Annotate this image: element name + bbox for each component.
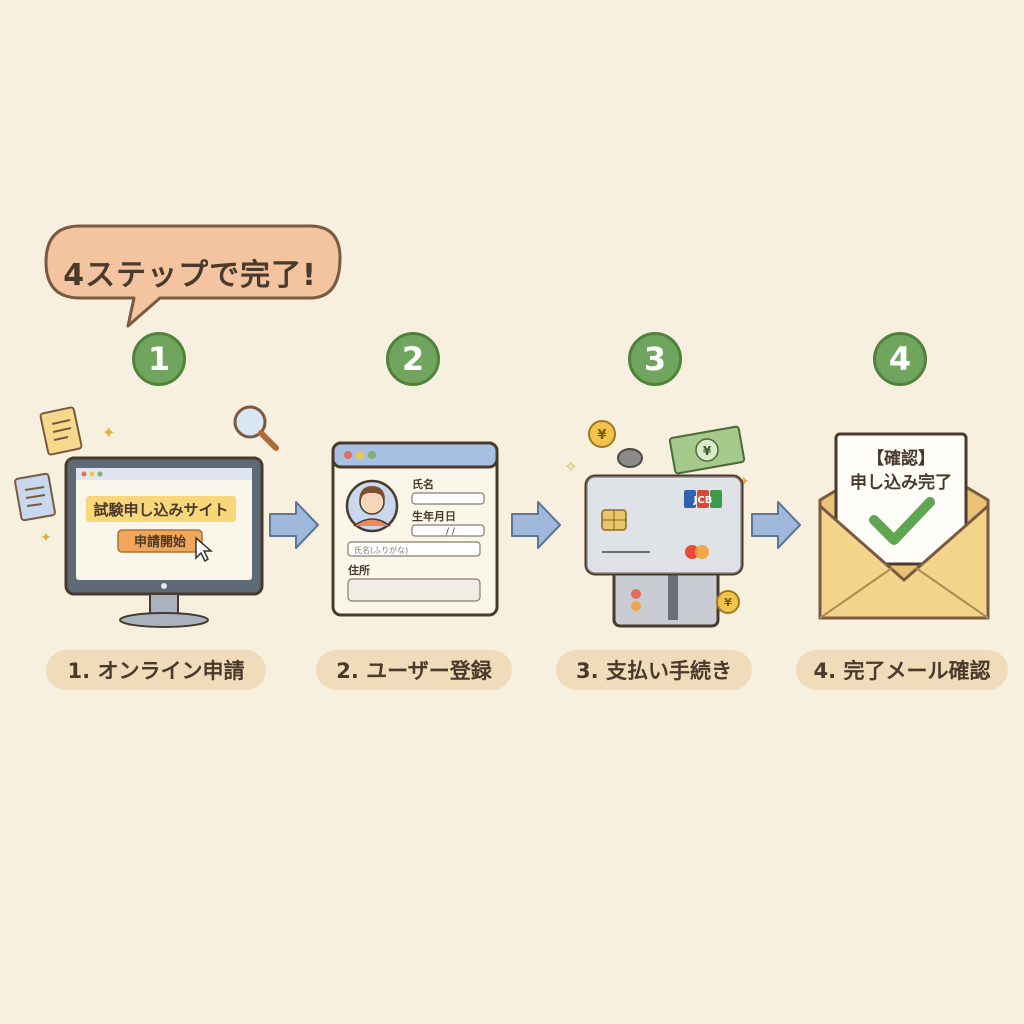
step-2-label: 2. ユーザー登録 xyxy=(316,650,512,690)
avatar xyxy=(345,479,399,533)
sparkle-icon: ✧ xyxy=(564,457,577,476)
svg-text:JCB: JCB xyxy=(693,495,713,506)
document-icon xyxy=(39,406,83,456)
kana-hint: 氏名(ふりがな) xyxy=(354,545,408,555)
birthdate-separators: / / xyxy=(446,527,456,537)
jcb-logo: JCB xyxy=(684,490,722,508)
mail-title: 【確認】 xyxy=(867,448,935,469)
step-4-label: 4. 完了メール確認 xyxy=(796,650,1008,690)
birthdate-field[interactable] xyxy=(411,524,485,537)
arrow-right-icon xyxy=(751,501,801,549)
form-document-icon xyxy=(14,472,56,522)
step-3-badge: 3 xyxy=(628,332,682,386)
address-label: 住所 xyxy=(348,563,370,577)
coin-stack-icon xyxy=(617,448,643,468)
name-field[interactable] xyxy=(411,492,485,505)
site-banner: 試験申し込みサイト xyxy=(93,501,228,519)
step-2-badge: 2 xyxy=(386,332,440,386)
yen-coin-icon: ¥ xyxy=(588,420,616,448)
birthdate-label: 生年月日 xyxy=(412,509,456,523)
sparkle-icon: ✦ xyxy=(40,530,52,546)
apply-start-button[interactable]: 申請開始 xyxy=(117,529,203,553)
step-3-label: 3. 支払い手続き xyxy=(556,650,752,690)
step-1-badge: 1 xyxy=(132,332,186,386)
step-4-badge: 4 xyxy=(873,332,927,386)
svg-text:¥: ¥ xyxy=(724,596,732,609)
svg-text:¥: ¥ xyxy=(597,428,606,443)
check-icon xyxy=(869,497,935,545)
step-1-illustration: ✦ ✦ 試験申し込みサイト 申請開始 xyxy=(14,405,279,628)
card-network-icon xyxy=(685,545,709,559)
yen-coin-icon: ¥ xyxy=(716,590,740,614)
apply-start-label: 申請開始 xyxy=(134,534,186,550)
step-2-illustration: 氏名 生年月日 / / 氏名(ふりがな) 住所 xyxy=(331,441,499,617)
arrow-right-icon xyxy=(511,501,561,549)
magnifier-icon xyxy=(233,405,279,451)
step-4-illustration: 【確認】 申し込み完了 xyxy=(818,432,990,620)
sparkle-icon: ✦ xyxy=(102,423,115,442)
address-field[interactable] xyxy=(347,578,481,602)
step-1-label: 1. オンライン申請 xyxy=(46,650,266,690)
confirmation-letter xyxy=(834,432,968,566)
cursor-icon xyxy=(195,536,214,563)
banknote-icon: ¥ xyxy=(668,425,746,475)
svg-text:¥: ¥ xyxy=(703,444,712,458)
kana-field[interactable] xyxy=(347,541,481,557)
mail-body: 申し込み完了 xyxy=(850,472,952,493)
step-3-illustration: ¥ ¥ ✧ ✦ JCB ¥ xyxy=(564,420,750,628)
speech-bubble: 4ステップで完了! xyxy=(40,222,350,330)
name-label: 氏名 xyxy=(412,477,434,491)
arrow-right-icon xyxy=(269,501,319,549)
bubble-title: 4ステップで完了! xyxy=(63,258,317,293)
